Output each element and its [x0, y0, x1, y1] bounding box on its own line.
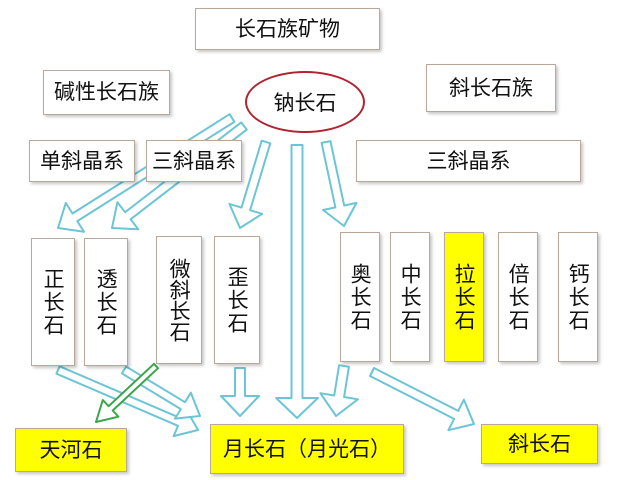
mineral-andesine-label: 中长石: [398, 262, 423, 332]
albite-to-moonstone-arrow: [275, 144, 319, 419]
mineral-microcline-box: 微斜长石: [156, 236, 202, 364]
mineral-anorthoclase-label: 歪长石: [225, 265, 250, 335]
mineral-oligoclase-label: 奥长石: [348, 262, 373, 332]
plagioclase-group-box: 斜长石族: [426, 64, 556, 112]
plagioclase-stone-label: 斜长石: [508, 431, 571, 456]
mineral-labradorite-label: 拉长石: [452, 262, 477, 332]
mineral-microcline-label: 微斜长石: [167, 258, 192, 342]
mineral-bytownite-label: 倍长石: [506, 262, 531, 332]
mineral-anorthite-box: 钙长石: [558, 232, 598, 362]
tianheshi-label: 天河石: [39, 437, 103, 462]
mineral-orthoclase-label: 正长石: [41, 267, 66, 337]
microcline-to-tianheshi-arrow: [95, 362, 159, 423]
monoclinic-system-label: 单斜晶系: [40, 148, 124, 173]
triclinic-system-left-label: 三斜晶系: [152, 148, 236, 173]
title-box: 长石族矿物: [195, 8, 380, 50]
plagioclase-group-label: 斜长石族: [449, 75, 533, 100]
mineral-sanidine-label: 透长石: [94, 267, 119, 337]
anorthoclase-to-moonstone-arrow: [220, 367, 260, 417]
triclinic-system-right-label: 三斜晶系: [426, 148, 511, 173]
tianheshi-box: 天河石: [15, 428, 127, 472]
albite-node: 钠长石: [245, 71, 365, 133]
albite-label: 钠长石: [273, 91, 337, 115]
moonstone-box: 月长石（月光石）: [210, 424, 404, 474]
mineral-sanidine-box: 透长石: [84, 238, 128, 366]
alkali-feldspar-group-box: 碱性长石族: [43, 70, 170, 115]
mineral-orthoclase-box: 正长石: [31, 238, 75, 366]
mineral-labradorite-box: 拉长石: [444, 232, 484, 362]
orthoclase-to-moonstone-arrow: [55, 365, 199, 438]
plagioclase-stone-box: 斜长石: [481, 424, 598, 464]
triclinic-system-right-box: 三斜晶系: [356, 140, 581, 182]
moonstone-label: 月长石（月光石）: [223, 436, 391, 461]
mineral-andesine-box: 中长石: [390, 232, 430, 362]
mineral-anorthoclase-box: 歪长石: [214, 236, 260, 364]
mineral-oligoclase-box: 奥长石: [340, 232, 380, 362]
monoclinic-system-box: 单斜晶系: [29, 140, 135, 182]
mineral-bytownite-box: 倍长石: [498, 232, 538, 362]
oligoclase-to-plagioclase-stone-arrow: [369, 367, 475, 432]
oligoclase-to-moonstone-arrow: [319, 364, 359, 417]
albite-to-oligoclase-arrow: [320, 140, 358, 227]
albite-to-anorthoclase-arrow: [228, 139, 272, 229]
title-label: 长石族矿物: [235, 16, 340, 41]
triclinic-system-left-box: 三斜晶系: [146, 140, 242, 182]
mineral-anorthite-label: 钙长石: [566, 262, 591, 332]
alkali-feldspar-group-label: 碱性长石族: [54, 80, 159, 105]
